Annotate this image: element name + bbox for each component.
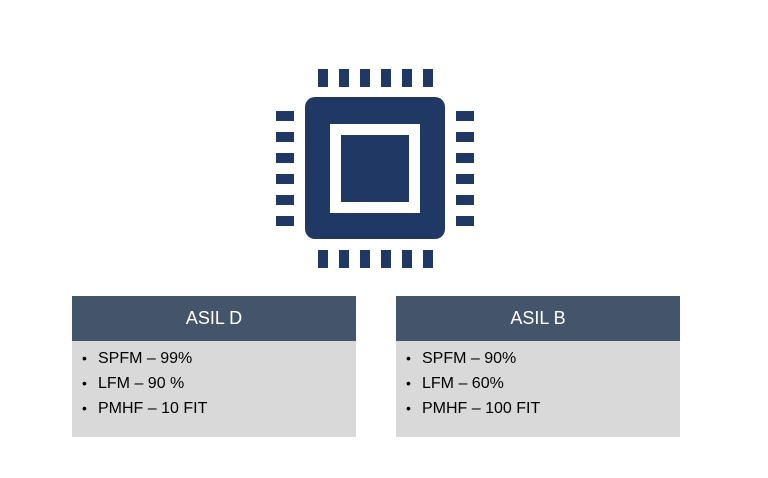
chip-pin — [360, 250, 370, 268]
asil-b-title: ASIL B — [396, 296, 680, 341]
list-item: • LFM – 60% — [406, 371, 680, 396]
metric-spfm: SPFM – 90% — [422, 350, 517, 367]
bullet-icon: • — [82, 375, 87, 391]
chip-pin — [276, 153, 294, 163]
chip-pin — [402, 250, 412, 268]
chip-pin — [339, 69, 349, 87]
metric-spfm: SPFM – 99% — [98, 350, 193, 367]
list-item: • LFM – 90 % — [82, 371, 356, 396]
chip-pin — [276, 132, 294, 142]
chip-pin — [360, 69, 370, 87]
bullet-icon: • — [406, 375, 411, 391]
chip-pin — [456, 111, 474, 121]
metric-pmhf: PMHF – 100 FIT — [422, 400, 541, 417]
chip-pin — [381, 250, 391, 268]
chip-pin — [339, 250, 349, 268]
asil-d-metrics: • SPFM – 99% • LFM – 90 % • PMHF – 10 FIT — [72, 341, 356, 437]
list-item: • PMHF – 100 FIT — [406, 396, 680, 421]
chip-core — [341, 135, 409, 202]
chip-pin — [276, 111, 294, 121]
list-item: • SPFM – 90% — [406, 346, 680, 371]
chip-pin — [456, 216, 474, 226]
chip-pin — [423, 250, 433, 268]
chip-pin — [318, 69, 328, 87]
chip-pin — [402, 69, 412, 87]
chip-pin — [456, 153, 474, 163]
bullet-icon: • — [406, 400, 411, 416]
chip-pin — [456, 174, 474, 184]
bullet-icon: • — [82, 400, 87, 416]
metric-lfm: LFM – 60% — [422, 375, 504, 392]
metric-pmhf: PMHF – 10 FIT — [98, 400, 208, 417]
bullet-icon: • — [82, 350, 87, 366]
asil-d-metric-list: • SPFM – 99% • LFM – 90 % • PMHF – 10 FIT — [72, 346, 356, 421]
chip-pin — [276, 216, 294, 226]
chip-pin — [423, 69, 433, 87]
chip-pin — [456, 132, 474, 142]
chip-pin — [318, 250, 328, 268]
asil-d-card: ASIL D • SPFM – 99% • LFM – 90 % • PMHF – 1… — [72, 296, 356, 437]
asil-b-metrics: • SPFM – 90% • LFM – 60% • PMHF – 100 FIT — [396, 341, 680, 437]
chip-pin — [276, 174, 294, 184]
chip-pin — [381, 69, 391, 87]
list-item: • PMHF – 10 FIT — [82, 396, 356, 421]
asil-b-metric-list: • SPFM – 90% • LFM – 60% • PMHF – 100 FIT — [396, 346, 680, 421]
asil-b-card: ASIL B • SPFM – 90% • LFM – 60% • PMHF – 10… — [396, 296, 680, 437]
list-item: • SPFM – 99% — [82, 346, 356, 371]
chip-pin — [456, 195, 474, 205]
metric-lfm: LFM – 90 % — [98, 375, 185, 392]
chip-pin — [276, 195, 294, 205]
asil-d-title: ASIL D — [72, 296, 356, 341]
bullet-icon: • — [406, 350, 411, 366]
